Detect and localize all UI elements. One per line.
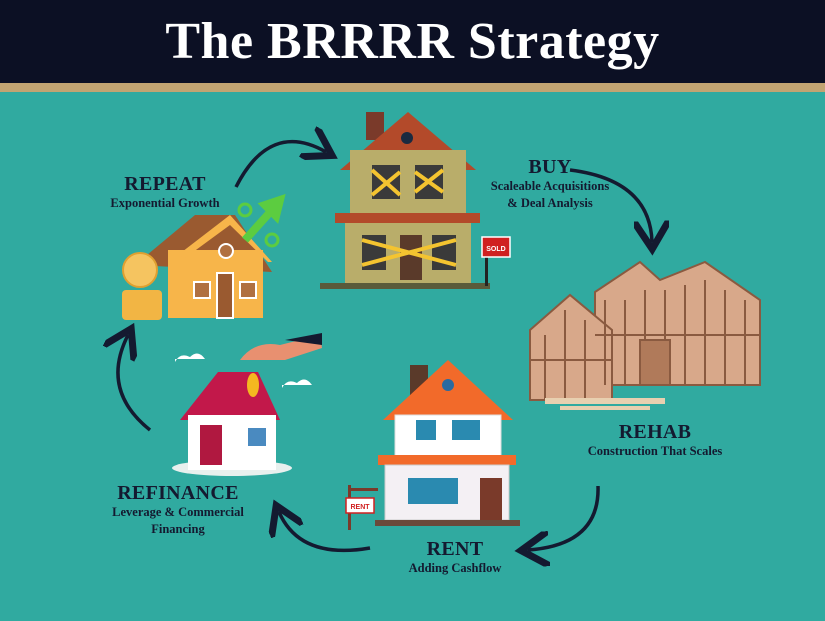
rent-sign-text: RENT	[350, 504, 370, 511]
sold-sign: SOLD	[481, 236, 511, 286]
arrow-rehab-to-rent	[528, 485, 600, 550]
step-refinance-sub1: Leverage & Commercial	[112, 505, 244, 519]
step-rehab-sub1: Construction That Scales	[587, 444, 723, 458]
step-repeat-sub1: Exponential Growth	[110, 196, 220, 210]
header-bar: The BRRRR Strategy	[0, 0, 825, 83]
step-refinance: REFINANCE Leverage & Commercial Financin…	[88, 483, 268, 538]
gold-divider	[0, 83, 825, 92]
repeat-house-illustration	[122, 193, 286, 320]
step-buy-heading: BUY	[528, 156, 572, 178]
rent-house-illustration	[375, 360, 520, 526]
arrow-rent-to-refinance	[279, 512, 371, 553]
arrow-buy-to-rehab	[569, 168, 652, 242]
step-repeat: REPEAT Exponential Growth	[90, 174, 240, 212]
step-rent-heading: RENT	[426, 538, 484, 560]
step-buy: BUY Scaleable Acquisitions & Deal Analys…	[480, 157, 620, 212]
buy-house-illustration	[320, 112, 490, 289]
step-repeat-heading: REPEAT	[124, 173, 206, 195]
arrow-refinance-to-repeat	[118, 335, 152, 432]
arrow-repeat-to-buy	[234, 142, 326, 188]
rent-sign: RENT	[345, 485, 378, 530]
sold-sign-text: SOLD	[486, 246, 505, 253]
diagram-art: SOLD RENT	[0, 112, 761, 621]
page-title: The BRRRR Strategy	[165, 13, 660, 70]
step-rehab: REHAB Construction That Scales	[560, 422, 750, 460]
step-rent-sub1: Adding Cashflow	[408, 561, 502, 575]
step-buy-sub1: Scaleable Acquisitions	[490, 179, 610, 193]
step-rehab-heading: REHAB	[618, 421, 692, 443]
step-buy-sub2: & Deal Analysis	[507, 196, 593, 210]
rehab-house-illustration	[529, 260, 761, 410]
step-refinance-sub2: Financing	[151, 522, 205, 536]
refinance-house-illustration	[172, 333, 322, 476]
step-refinance-heading: REFINANCE	[117, 482, 239, 504]
step-rent: RENT Adding Cashflow	[385, 539, 525, 577]
